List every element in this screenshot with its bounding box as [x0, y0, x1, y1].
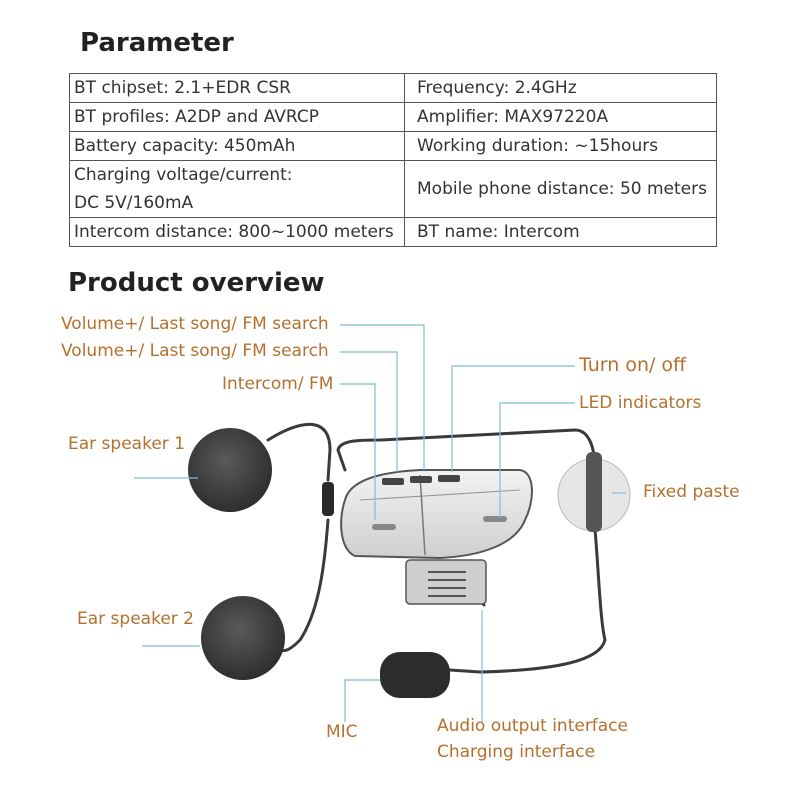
cable-connector [322, 482, 334, 516]
ear-speaker-2-label: Ear speaker 2 [77, 609, 194, 629]
charging-interface-label: Charging interface [437, 742, 596, 762]
table-row: Charging voltage/current: DC 5V/160mA Mo… [69, 160, 717, 218]
ear-speaker-1-icon [188, 428, 272, 512]
table-cell: Battery capacity: 450mAh [69, 131, 405, 161]
volume-button-2 [438, 475, 460, 482]
table-cell: Intercom distance: 800~1000 meters [69, 217, 405, 247]
volume-button-1 [410, 476, 432, 483]
callout-lines [134, 324, 626, 722]
table-cell: Frequency: 2.4GHz [404, 73, 717, 103]
table-row: BT chipset: 2.1+EDR CSR Frequency: 2.4GH… [69, 73, 717, 103]
turn-on-off-label: Turn on/ off [579, 354, 687, 376]
led-indicators-label: LED indicators [579, 393, 702, 413]
table-row: Intercom distance: 800~1000 meters BT na… [69, 217, 717, 247]
charging-spec-line1: Charging voltage/current: [74, 165, 293, 185]
table-cell: BT profiles: A2DP and AVRCP [69, 102, 405, 132]
table-cell: Working duration: ~15hours [404, 131, 717, 161]
table-cell: BT chipset: 2.1+EDR CSR [69, 73, 405, 103]
fixed-paste-label: Fixed paste [643, 482, 740, 502]
ear-speaker-2-icon [201, 596, 285, 680]
mic-icon [380, 652, 450, 698]
intercom-button [382, 478, 404, 485]
volume-plus-label-2: Volume+/ Last song/ FM search [61, 341, 329, 361]
fixed-paste-clip [586, 452, 602, 532]
parameter-heading: Parameter [80, 28, 234, 58]
mic-label: MIC [326, 722, 358, 742]
intercom-fm-label: Intercom/ FM [222, 374, 334, 394]
volume-plus-label-1: Volume+/ Last song/ FM search [61, 314, 329, 334]
audio-output-label: Audio output interface [437, 716, 629, 736]
ear-speaker-1-label: Ear speaker 1 [68, 434, 185, 454]
overview-heading: Product overview [68, 268, 325, 298]
table-row: Battery capacity: 450mAh Working duratio… [69, 131, 717, 161]
mount-base [405, 559, 487, 605]
table-cell: BT name: Intercom [404, 217, 717, 247]
led-indicator-left [372, 524, 396, 530]
parameter-table: BT chipset: 2.1+EDR CSR Frequency: 2.4GH… [69, 73, 717, 247]
table-cell: Charging voltage/current: DC 5V/160mA [69, 160, 405, 218]
charging-spec-line2: DC 5V/160mA [74, 193, 194, 213]
main-unit [340, 469, 533, 605]
led-indicator-right [483, 516, 507, 522]
